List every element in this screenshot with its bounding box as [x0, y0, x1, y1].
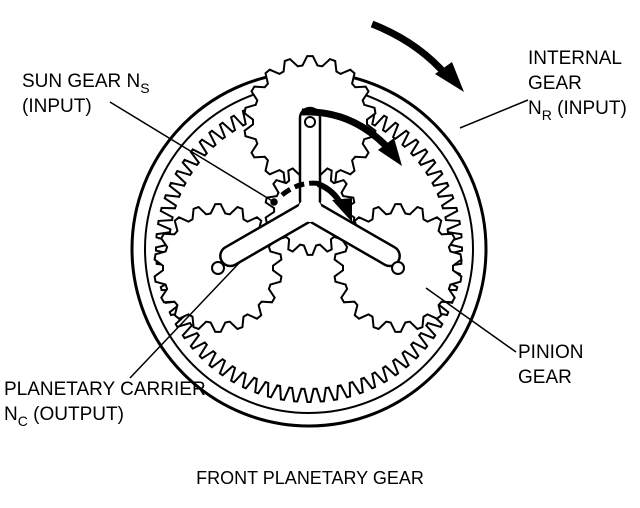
label-internal-gear-2: GEAR	[528, 73, 582, 94]
sun-rotation-arrowhead	[332, 198, 352, 222]
planetary-carrier	[211, 106, 405, 275]
leader-sun-gear	[109, 101, 275, 203]
planet-rotation-arrow	[301, 108, 391, 151]
label-internal-gear-3: NR (INPUT)	[528, 98, 627, 123]
label-planetary-carrier-2: NC (OUTPUT)	[4, 404, 124, 429]
ring-rotation-arrowhead	[435, 62, 464, 92]
carrier-hub	[298, 198, 322, 222]
rotation-arrows	[280, 20, 464, 222]
carrier-pin-right	[391, 261, 405, 275]
carrier-pin-top	[304, 116, 316, 128]
label-sun-gear-input: (INPUT)	[22, 96, 92, 117]
leader-pinion-gear	[425, 287, 517, 353]
diagram-caption: FRONT PLANETARY GEAR	[196, 468, 424, 488]
ring-rotation-arrow	[370, 20, 450, 79]
leader-planetary-carrier	[129, 259, 243, 379]
label-sun-gear: SUN GEAR NS	[22, 71, 150, 96]
label-internal-gear-1: INTERNAL	[528, 48, 622, 69]
carrier-pin-left	[211, 261, 225, 275]
label-pinion-gear-2: GEAR	[518, 367, 572, 388]
leader-lines	[109, 99, 529, 379]
leader-internal-gear	[459, 99, 529, 129]
label-planetary-carrier-1: PLANETARY CARRIER	[4, 379, 206, 400]
planet-rotation-arrowhead	[378, 138, 402, 166]
leader-sun-gear-dot	[270, 198, 278, 206]
label-pinion-gear-1: PINION	[518, 342, 583, 363]
